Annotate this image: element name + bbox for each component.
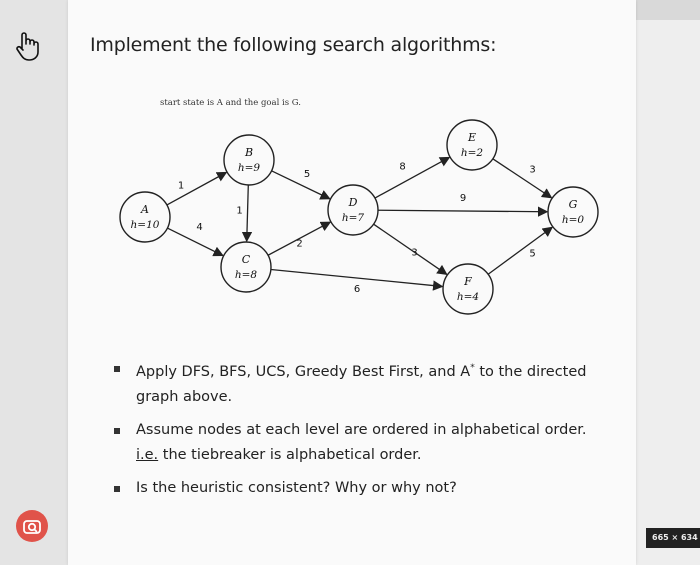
node-circle: [446, 119, 498, 171]
node-heuristic: h=7: [342, 212, 365, 224]
image-dimensions-badge: 665 × 634: [646, 528, 700, 548]
node-circle: [220, 241, 272, 293]
edge-cost-label: 3: [529, 165, 535, 176]
node-circle: [327, 184, 379, 236]
astar-superscript: *: [470, 363, 475, 373]
graph-nodes: Ah=10 Bh=9Ch=8 Dh=7 Eh=2Fh=4 Gh=0: [119, 119, 599, 315]
instruction-item: Apply DFS, BFS, UCS, Greedy Best First, …: [108, 356, 608, 410]
edge-B-D: [271, 170, 331, 200]
node-B: Bh=9: [223, 134, 275, 186]
pointer-hand-icon[interactable]: [14, 30, 40, 62]
edge-cost-label: 6: [354, 284, 360, 295]
edge-E-G: [492, 158, 553, 199]
instruction-text: Apply DFS, BFS, UCS, Greedy Best First, …: [136, 363, 471, 380]
node-circle: [223, 134, 275, 186]
edge-D-E: [374, 156, 451, 199]
node-heuristic: h=8: [235, 269, 258, 281]
edge-cost-label: 5: [304, 169, 310, 180]
instruction-text: Is the heuristic consistent? Why or why …: [136, 479, 457, 496]
instruction-text: Assume nodes at each level are ordered i…: [136, 421, 587, 438]
node-label: E: [467, 131, 476, 144]
search-graph: 1 4 1 5 2 6 8 9 3 3 5 Ah=10 Bh=9Ch=8 Dh=7 Eh=2Fh=4 Gh=…: [119, 119, 599, 315]
node-heuristic: h=10: [131, 219, 160, 231]
edge-B-C: [241, 184, 253, 243]
edge-cost-label: 8: [399, 162, 405, 173]
edge-A-C: [167, 227, 224, 257]
node-C: Ch=8: [220, 241, 272, 293]
edge-C-F: [270, 268, 444, 291]
camera-search-button[interactable]: [16, 510, 48, 542]
node-label: B: [244, 146, 253, 159]
ie-underlined: i.e.: [136, 446, 159, 463]
instruction-text: the tiebreaker is alphabetical order.: [158, 446, 422, 463]
graph-caption: start state is A and the goal is G.: [160, 98, 301, 108]
edge-cost-label: 5: [529, 249, 535, 260]
instruction-item: Is the heuristic consistent? Why or why …: [108, 476, 608, 501]
edge-F-G: [487, 226, 554, 275]
edge-cost-label: 9: [460, 193, 466, 204]
node-label: D: [348, 196, 358, 209]
node-circle: [119, 191, 171, 243]
node-heuristic: h=9: [238, 162, 261, 174]
edge-cost-label: 4: [196, 222, 202, 233]
edge-A-B: [166, 171, 228, 206]
node-G: Gh=0: [547, 186, 599, 238]
edge-cost-label: 3: [411, 248, 417, 259]
slide-panel: [68, 0, 636, 565]
instruction-item: Assume nodes at each level are ordered i…: [108, 418, 608, 468]
edge-cost-label: 2: [296, 239, 302, 250]
instruction-list: Apply DFS, BFS, UCS, Greedy Best First, …: [108, 356, 608, 509]
node-heuristic: h=2: [461, 147, 484, 159]
node-label: F: [463, 275, 472, 288]
node-F: Fh=4: [442, 263, 494, 315]
edge-C-D: [267, 221, 332, 256]
node-label: A: [140, 203, 149, 216]
right-margin: [636, 0, 700, 565]
right-margin-top: [636, 0, 700, 20]
instruction-text: to the directed graph above.: [136, 363, 587, 405]
node-heuristic: h=0: [562, 214, 585, 226]
node-D: Dh=7: [327, 184, 379, 236]
edge-cost-label: 1: [236, 206, 242, 217]
node-A: Ah=10: [119, 191, 171, 243]
node-heuristic: h=4: [457, 291, 479, 303]
page-title: Implement the following search algorithm…: [90, 34, 497, 56]
node-E: Eh=2: [446, 119, 498, 171]
edge-D-F: [373, 223, 448, 276]
edge-cost-label: 1: [178, 181, 184, 192]
left-margin: [0, 0, 68, 565]
node-label: G: [569, 198, 578, 211]
camera-search-icon: [23, 520, 41, 534]
graph-edges: 1 4 1 5 2 6 8 9 3 3 5: [166, 156, 554, 295]
node-label: C: [242, 253, 251, 266]
node-circle: [547, 186, 599, 238]
edge-D-G: [377, 206, 549, 217]
node-circle: [442, 263, 494, 315]
